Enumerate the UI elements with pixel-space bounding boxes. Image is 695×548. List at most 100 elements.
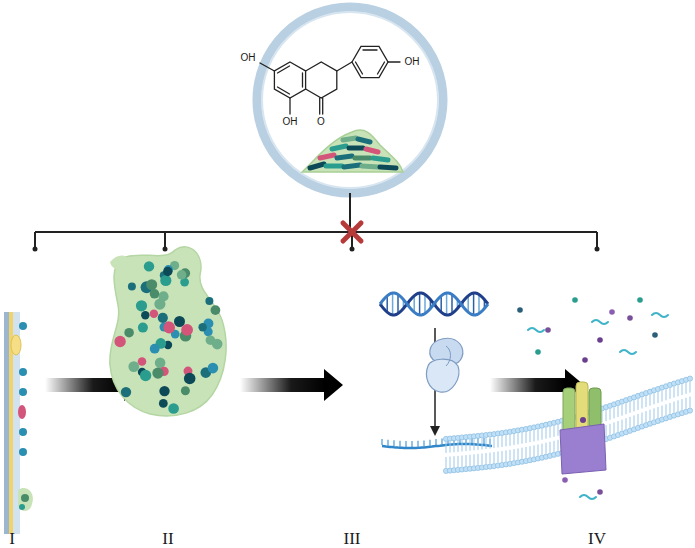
bacterial-cell [140, 370, 151, 381]
ribosome [427, 338, 463, 392]
lipid-tail [486, 453, 487, 464]
carbonyl-label: O [316, 117, 326, 127]
mrna-base [417, 441, 418, 447]
lipid-tail [462, 441, 463, 452]
bacterial-cell [114, 336, 125, 347]
lipid-tail [674, 387, 675, 398]
lipid-tail [682, 384, 683, 395]
lipid-tail [454, 441, 455, 452]
lipid-tail [530, 431, 531, 442]
hydroxyl-label: OH [404, 57, 421, 67]
lipid-head [687, 408, 692, 413]
lipid-tail [518, 448, 519, 459]
bacterial-cell [124, 328, 134, 338]
stage-number: I [9, 529, 15, 546]
bacterial-cell [144, 261, 154, 271]
lipid-tail [554, 441, 555, 452]
mrna-base [387, 440, 388, 446]
lipid-tail [522, 433, 523, 444]
solute-molecule [627, 315, 633, 321]
lipid-tail [658, 392, 659, 403]
lipid-tail [606, 425, 607, 436]
bacterial-cell [181, 386, 190, 395]
mrna-strand [382, 444, 492, 448]
mrna-base [483, 438, 484, 444]
lipid-tail [614, 422, 615, 433]
hydroxyl-label: OH [240, 53, 257, 63]
lipid-tail [674, 402, 675, 413]
lipid-tail [638, 414, 639, 425]
solute-molecule [597, 489, 603, 495]
lipid-tail [606, 410, 607, 421]
lipid-tail [474, 439, 475, 450]
bacterial-cell [136, 300, 147, 311]
lipid-tail [690, 382, 691, 393]
lipid-tail [646, 411, 647, 422]
lipid-tail [630, 417, 631, 428]
lipid-tail [498, 452, 499, 463]
lipid-tail [646, 396, 647, 407]
lipid-tail [678, 400, 679, 411]
surface-attachment [4, 312, 33, 534]
lipid-tail [450, 442, 451, 453]
lipid-tail [494, 452, 495, 463]
stage-number: II [162, 529, 173, 546]
base-pair [419, 293, 421, 315]
mrna-base [393, 440, 394, 446]
peptide-signal [592, 320, 608, 324]
peptide-signal [528, 328, 544, 332]
bacterial-cell [138, 323, 148, 333]
lipid-tail [538, 430, 539, 441]
mrna-base [405, 441, 406, 447]
lipid-tail [634, 415, 635, 426]
lipid-tail [602, 412, 603, 423]
base-pair [451, 295, 453, 314]
dna-strand [380, 293, 488, 315]
lipid-tail [634, 400, 635, 411]
bacterial-cell [138, 357, 147, 366]
lipid-tail [450, 457, 451, 468]
lipid-tail [670, 388, 671, 399]
lipid-tail [558, 425, 559, 436]
lipid-tail [534, 430, 535, 441]
lipid-tail [478, 439, 479, 450]
base-pair [446, 293, 448, 315]
bacterial-cell [198, 323, 206, 331]
lipid-tail [610, 424, 611, 435]
membrane-transport [443, 297, 692, 499]
stage-number: III [344, 529, 361, 546]
lipid-tail [550, 427, 551, 438]
lipid-tail [642, 398, 643, 409]
lipid-tail [466, 455, 467, 466]
lipid-tail [470, 455, 471, 466]
lipid-tail [526, 432, 527, 443]
solute-molecule [572, 297, 578, 303]
lipid-tail [490, 438, 491, 449]
lipid-tail [654, 408, 655, 419]
dna-strand [380, 293, 488, 315]
bacterial-cell [211, 305, 221, 315]
lipid-tail [626, 418, 627, 429]
lipid-tail [458, 456, 459, 467]
lipid-tail [638, 399, 639, 410]
lipid-tail [546, 428, 547, 439]
bacterial-cell [159, 386, 169, 396]
bacterial-cell [160, 275, 171, 286]
naringenin-structure [260, 46, 400, 114]
lipid-tail [546, 443, 547, 454]
gene-expression [380, 293, 492, 448]
bacterial-cell [152, 368, 163, 379]
lipid-tail [462, 456, 463, 467]
lipid-tail [670, 403, 671, 414]
solute-molecule [582, 357, 588, 363]
lipid-tail [514, 434, 515, 445]
lipid-tail [622, 405, 623, 416]
lipid-tail [662, 391, 663, 402]
mrna-base [429, 440, 430, 446]
mrna-base [381, 439, 382, 445]
lipid-tail [626, 403, 627, 414]
lipid-tail [666, 389, 667, 400]
lipid-tail [478, 454, 479, 465]
base-pair [473, 293, 475, 315]
